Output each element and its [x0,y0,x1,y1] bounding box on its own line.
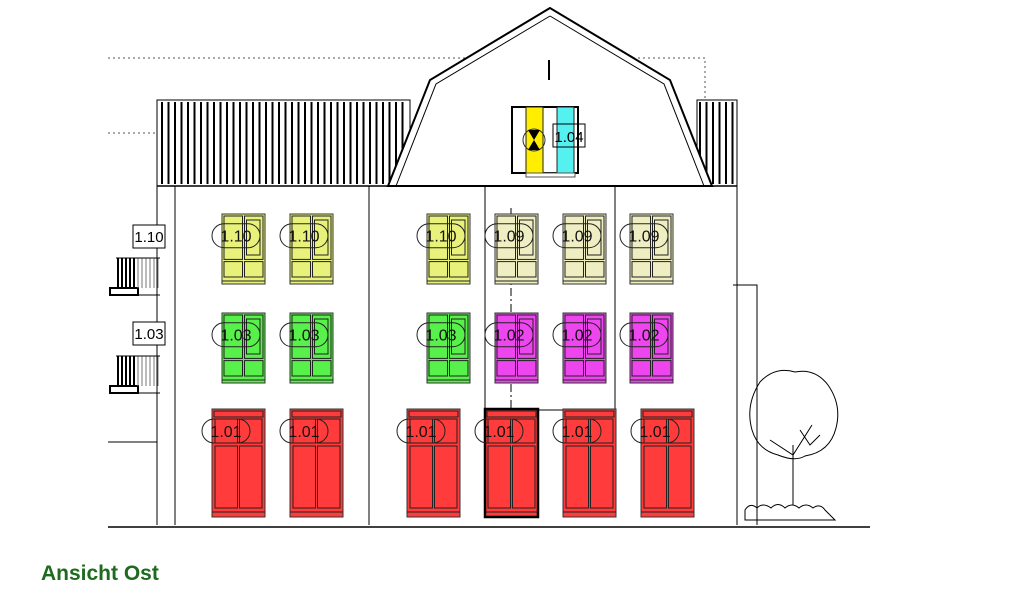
window-label: 1.02 [628,328,659,345]
window-label: 1.10 [288,229,319,246]
tree-symbol [744,369,839,521]
building-outline [108,6,870,528]
window-middle-floor[interactable]: 1.03 [211,312,266,384]
window-label: 1.01 [561,424,592,441]
window-label: 1.01 [288,424,319,441]
window-ground-floor[interactable]: 1.01 [201,408,266,518]
window-label: 1.01 [210,424,241,441]
window-label: 1.09 [493,229,524,246]
side-tag-label: 1.10 [134,229,163,246]
window-label: 1.01 [405,424,436,441]
window-label: 1.03 [220,328,251,345]
window-middle-floor[interactable]: 1.02 [484,312,539,384]
window-middle-floor[interactable]: 1.03 [279,312,334,384]
window-upper-floor[interactable]: 1.09 [619,213,674,285]
side-tags: 1.10 1.03 [132,224,166,346]
window-ground-floor[interactable]: 1.01 [474,407,540,519]
window-grid: 1.10 1.10 1.10 1.09 1.09 1.09 1.03 1.03 1.03 1.02… [201,213,695,519]
window-middle-floor[interactable]: 1.02 [619,312,674,384]
window-label: 1.09 [628,229,659,246]
view-title: Ansicht Ost [41,562,159,585]
side-tag-label: 1.03 [134,326,163,343]
window-ground-floor[interactable]: 1.01 [279,408,344,518]
window-label: 1.01 [483,424,514,441]
window-ground-floor[interactable]: 1.01 [396,408,461,518]
window-label: 1.10 [220,229,251,246]
window-label: 1.03 [425,328,456,345]
window-label: 1.01 [639,424,670,441]
window-ground-floor[interactable]: 1.01 [552,408,617,518]
window-upper-floor[interactable]: 1.10 [416,213,471,285]
window-label: 1.02 [493,328,524,345]
dormer-label: 1.04 [554,129,583,146]
window-label: 1.02 [561,328,592,345]
window-label: 1.09 [561,229,592,246]
window-upper-floor[interactable]: 1.10 [211,213,266,285]
window-upper-floor[interactable]: 1.09 [552,213,607,285]
window-label: 1.03 [288,328,319,345]
window-upper-floor[interactable]: 1.10 [279,213,334,285]
window-upper-floor[interactable]: 1.09 [484,213,539,285]
window-middle-floor[interactable]: 1.02 [552,312,607,384]
dormer: 1.04 [511,106,586,178]
window-label: 1.10 [425,229,456,246]
window-middle-floor[interactable]: 1.03 [416,312,471,384]
window-ground-floor[interactable]: 1.01 [630,408,695,518]
